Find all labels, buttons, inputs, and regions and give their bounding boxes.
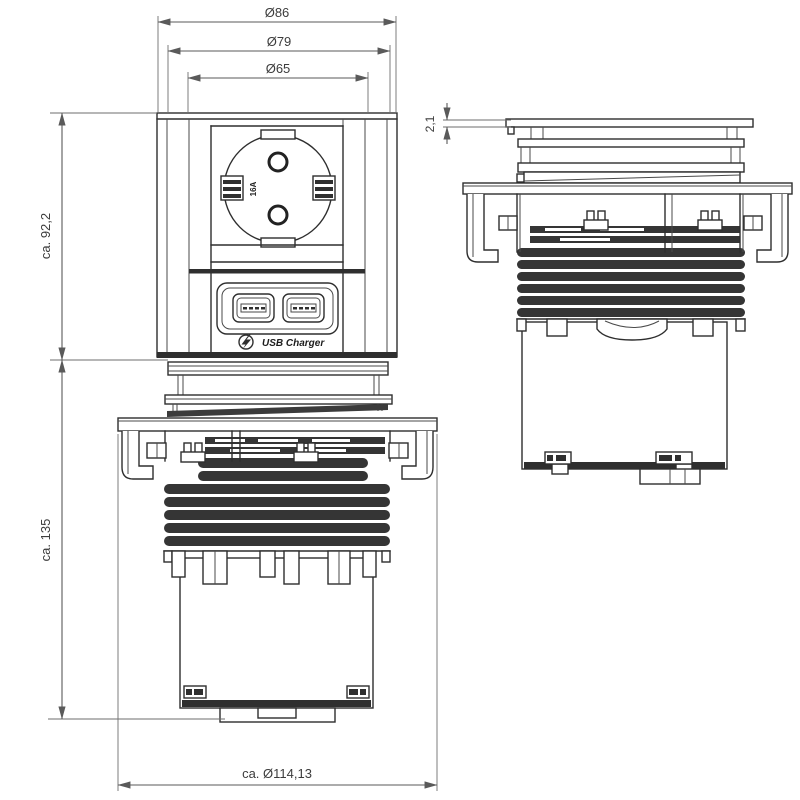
dim-label-d79: Ø79 — [267, 34, 292, 49]
side-bellows — [516, 226, 746, 332]
socket-pin-hole-top — [267, 151, 289, 173]
side-window-frames — [516, 193, 744, 253]
front-mounting-flange — [117, 417, 438, 432]
dim-label-lid-thickness: 2,1 — [423, 115, 437, 132]
front-bayonet-tabs — [171, 550, 377, 585]
usb-charger-label: USB Charger — [262, 338, 325, 349]
socket-pin-hole-bottom — [267, 204, 289, 226]
front-neck-rings — [164, 361, 393, 417]
dim-lid-thickness: 2,1 — [423, 103, 511, 144]
side-lid-stack — [505, 118, 754, 184]
dim-diameter-65: Ø65 — [187, 61, 369, 113]
side-retaining-hooks — [466, 194, 789, 263]
dim-head-height: ca. 92,2 — [38, 112, 168, 361]
socket-notch-top — [260, 129, 296, 140]
side-guide-nubs — [583, 210, 723, 231]
dim-label-flange-diameter: ca. Ø114,13 — [242, 766, 312, 781]
usb-port-left — [232, 293, 275, 323]
usb-port-right — [282, 293, 325, 323]
front-view: 16A — [38, 5, 438, 791]
earth-clip-left — [220, 175, 244, 201]
dim-label-d86: Ø86 — [265, 5, 290, 20]
side-bottom-box — [521, 321, 728, 485]
dim-label-head-height: ca. 92,2 — [38, 213, 53, 259]
front-guide-nubs — [180, 442, 319, 463]
front-latch-pins — [146, 442, 409, 459]
dim-label-d65: Ø65 — [266, 61, 291, 76]
schuko-socket: 16A — [220, 129, 336, 248]
dim-recess-depth: ca. 135 — [38, 359, 225, 720]
front-head — [156, 112, 398, 358]
dim-diameter-79: Ø79 — [167, 34, 391, 113]
socket-marking: 16A — [249, 181, 258, 196]
front-retaining-hooks — [121, 431, 434, 480]
earth-clip-right — [312, 175, 336, 201]
side-latch-pins — [498, 215, 763, 231]
usb-charger-module: USB Charger — [189, 244, 365, 350]
dim-label-recess-depth: ca. 135 — [38, 519, 53, 562]
dim-flange-diameter: ca. Ø114,13 — [117, 434, 438, 791]
side-mounting-flange — [462, 182, 793, 195]
front-bellows — [163, 437, 391, 563]
side-bayonet-tabs — [546, 318, 714, 341]
front-collar-ring — [167, 404, 388, 417]
side-lid — [505, 118, 754, 128]
side-view: 2,1 — [423, 103, 793, 485]
lightning-bolt-icon — [238, 334, 254, 350]
socket-notch-bottom — [260, 237, 296, 248]
dim-diameter-86: Ø86 — [157, 5, 397, 113]
